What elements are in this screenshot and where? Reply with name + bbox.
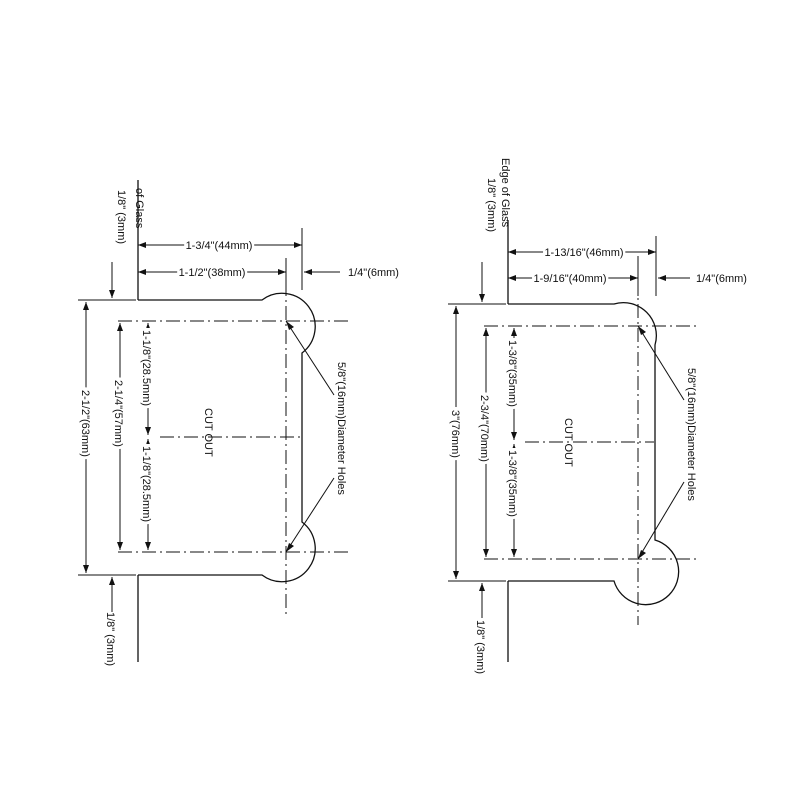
left-height-total-label: 2-1/2"(63mm) xyxy=(79,390,91,457)
right-width-total-label: 1-13/16"(46mm) xyxy=(544,247,623,259)
left-gap-bottom-label: 1/8" (3mm) xyxy=(104,612,116,666)
right-cutout-outline xyxy=(508,301,680,606)
right-height-total-label: 3"(76mm) xyxy=(449,410,461,458)
left-half-lower-label: 1-1/8"(28.5mm) xyxy=(140,446,152,522)
right-edge-label: Edge of Glass xyxy=(499,158,511,228)
left-cutout-drawing: 1-3/4"(44mm) 1-1/2"(38mm) 1/4"(6mm) of G… xyxy=(76,180,399,666)
right-hole-leader-top xyxy=(637,325,685,401)
left-half-upper-label: 1-1/8"(28.5mm) xyxy=(140,330,152,406)
right-holes-label: 5/8"(16mm)Diameter Holes xyxy=(685,368,697,501)
left-holes-label: 5/8"(16mm)Diameter Holes xyxy=(335,362,347,495)
right-cutout-drawing: 1-13/16"(46mm) 1-9/16"(40mm) 1/4"(6mm) E… xyxy=(446,158,747,674)
right-half-upper-label: 1-3/8"(35mm) xyxy=(506,340,518,407)
left-gap-top-label: 1/8" (3mm) xyxy=(115,190,127,244)
right-gap-bottom-label: 1/8" (3mm) xyxy=(474,620,486,674)
right-offset-label: 1/4"(6mm) xyxy=(696,273,747,285)
left-offset-label: 1/4"(6mm) xyxy=(348,267,399,279)
right-width-hole-label: 1-9/16"(40mm) xyxy=(534,273,607,285)
right-hole-leader-bottom xyxy=(637,481,685,560)
left-cutout-outline xyxy=(138,292,316,583)
left-hole-leader-bottom xyxy=(285,477,335,553)
right-gap-top-label: 1/8" (3mm) xyxy=(485,178,497,232)
right-cutout-label: CUT OUT xyxy=(562,418,574,467)
left-cutout-label: CUT OUT xyxy=(202,408,214,457)
left-width-total-label: 1-3/4"(44mm) xyxy=(186,240,253,252)
right-half-lower-label: 1-3/8"(35mm) xyxy=(506,450,518,517)
left-edge-label: of Glass xyxy=(133,188,145,229)
right-height-holes-label: 2-3/4"(70mm) xyxy=(478,395,490,462)
left-width-hole-label: 1-1/2"(38mm) xyxy=(179,267,246,279)
left-hole-leader-top xyxy=(285,320,335,396)
left-height-holes-label: 2-1/4"(57mm) xyxy=(112,380,124,447)
